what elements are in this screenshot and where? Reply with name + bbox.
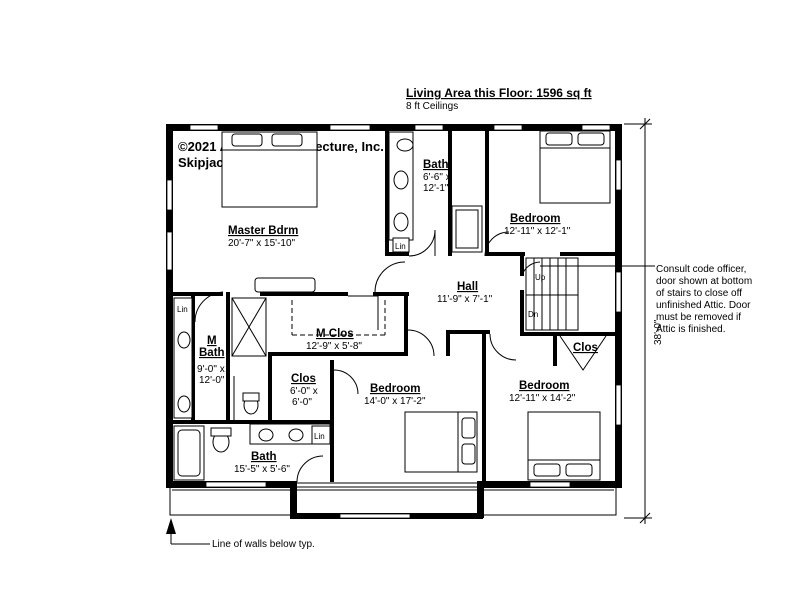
bedroom-center-name: Bedroom — [370, 383, 420, 395]
top-bath-linen-label: Lin — [395, 242, 406, 251]
master-bdrm-dims: 20'-7" x 15'-10" — [228, 238, 296, 249]
clos-small-dims-2: 6'-0" — [292, 397, 312, 408]
bath-top-dims-1: 6'-6" x — [423, 172, 451, 183]
overall-depth-dimension — [624, 118, 652, 524]
bottom-bath-linen-label: Lin — [314, 432, 325, 441]
bedroom-top-right-dims: 12'-11" x 12'-1" — [504, 226, 571, 237]
bedroom-bottom-bed-icon — [527, 411, 601, 481]
doors — [194, 229, 607, 483]
top-bath-fixtures — [388, 131, 483, 253]
code-note-line-3: of stairs to close off — [656, 288, 742, 299]
m-bath-dims-2: 12'-0" — [199, 375, 225, 386]
stairs — [525, 257, 579, 331]
windows — [166, 124, 622, 519]
bedroom-center-dims: 14'-0" x 17'-2" — [364, 396, 426, 407]
stairs-up-label: Up — [535, 273, 546, 282]
m-bath-dims-1: 9'-0" x — [197, 364, 225, 375]
bedroom-center-bed-icon — [404, 411, 478, 473]
ceilings-note: 8 ft Ceilings — [406, 101, 458, 112]
clos-right-name: Clos — [573, 342, 598, 354]
walls-below-arrow — [166, 518, 210, 545]
bath-top-dims-2: 12'-1" — [423, 183, 449, 194]
m-clos-dims: 12'-9" x 5'-8" — [306, 341, 362, 352]
bottom-bath-fixtures — [173, 423, 331, 481]
bedroom-top-bed-icon — [539, 130, 611, 204]
code-note-line-4: unfinished Attic. Door — [656, 300, 751, 311]
hall-name: Hall — [457, 281, 478, 293]
walls-below-note: Line of walls below typ. — [212, 539, 315, 550]
master-bed-icon — [221, 131, 318, 208]
m-bath-name-2: Bath — [199, 347, 225, 359]
interior-walls — [173, 131, 618, 482]
code-note-line-1: Consult code officer, — [656, 264, 746, 275]
master-bdrm-name: Master Bdrm — [228, 225, 298, 237]
code-note-line-6: Attic is finished. — [656, 324, 725, 335]
code-note-line-2: door shown at bottom — [656, 276, 752, 287]
bath-bottom-dims: 15'-5" x 5'-6" — [234, 464, 290, 475]
m-bath-name-1: M — [207, 335, 217, 347]
overall-depth-text: 38'-0" — [653, 319, 664, 345]
clos-small-name: Clos — [291, 373, 316, 385]
clos-small-dims-1: 6'-0" x — [290, 386, 318, 397]
m-clos-name: M Clos — [316, 328, 354, 340]
bath-bottom-name: Bath — [251, 451, 277, 463]
master-bench-icon — [254, 277, 316, 293]
bedroom-bottom-right-name: Bedroom — [519, 380, 569, 392]
hall-dims: 11'-9" x 7'-1" — [437, 294, 493, 305]
bath-top-name: Bath — [423, 159, 449, 171]
bedroom-bottom-right-dims: 12'-11" x 14'-2" — [509, 393, 576, 404]
m-clos-shelves — [291, 300, 386, 336]
m-bath-linen-label: Lin — [177, 305, 188, 314]
code-note-line-5: must be removed if — [656, 312, 741, 323]
bedroom-top-right-name: Bedroom — [510, 213, 560, 225]
master-bath-fixtures — [173, 297, 267, 420]
stairs-down-label: Dn — [528, 310, 538, 319]
living-area-title: Living Area this Floor: 1596 sq ft — [406, 86, 592, 100]
